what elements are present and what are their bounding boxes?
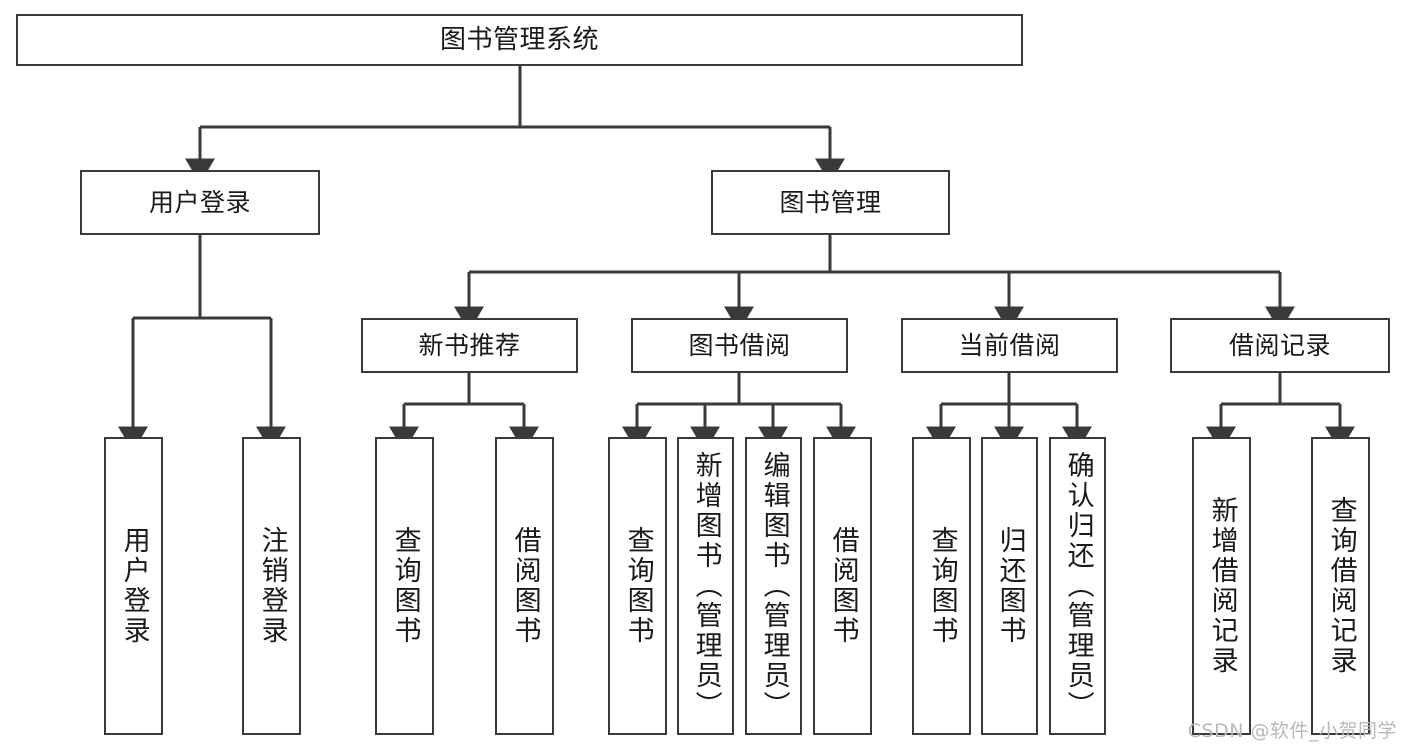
node-leaf-borrow-book-2-label: 借阅图书 — [827, 526, 859, 646]
node-leaf-add-record-label: 新增借阅记录 — [1206, 496, 1238, 676]
node-leaf-query-book-2-label: 查询图书 — [622, 526, 654, 646]
node-leaf-borrow-book-2[interactable]: 借阅图书 — [813, 437, 872, 735]
node-book-borrow[interactable]: 图书借阅 — [631, 318, 848, 373]
node-leaf-user-login-label: 用户登录 — [118, 526, 150, 646]
node-leaf-add-book-label: 新增图书（管理员） — [690, 451, 722, 721]
node-leaf-query-record[interactable]: 查询借阅记录 — [1311, 437, 1370, 735]
node-leaf-edit-book[interactable]: 编辑图书（管理员） — [745, 437, 802, 735]
node-leaf-query-book-2[interactable]: 查询图书 — [608, 437, 667, 735]
node-leaf-user-logout-label: 注销登录 — [256, 526, 288, 646]
node-new-book-recommend[interactable]: 新书推荐 — [361, 318, 578, 373]
csdn-watermark: CSDN @软件_小贺同学 — [1187, 720, 1397, 742]
node-leaf-query-book-3-label: 查询图书 — [926, 526, 958, 646]
node-leaf-user-login[interactable]: 用户登录 — [104, 437, 163, 735]
node-user-login-label: 用户登录 — [148, 187, 251, 217]
node-borrow-record[interactable]: 借阅记录 — [1170, 318, 1390, 373]
node-leaf-edit-book-label: 编辑图书（管理员） — [758, 451, 790, 721]
node-current-borrow-label: 当前借阅 — [958, 330, 1061, 360]
node-leaf-return-book-label: 归还图书 — [994, 526, 1026, 646]
node-leaf-query-record-label: 查询借阅记录 — [1325, 496, 1357, 676]
node-leaf-user-logout[interactable]: 注销登录 — [242, 437, 301, 735]
node-leaf-query-book-1[interactable]: 查询图书 — [375, 437, 434, 735]
node-book-manage[interactable]: 图书管理 — [711, 170, 950, 235]
node-user-login[interactable]: 用户登录 — [80, 170, 320, 235]
node-book-borrow-label: 图书借阅 — [688, 330, 791, 360]
node-root-label: 图书管理系统 — [439, 24, 599, 55]
node-borrow-record-label: 借阅记录 — [1228, 330, 1331, 360]
node-book-manage-label: 图书管理 — [779, 187, 882, 217]
node-leaf-return-book[interactable]: 归还图书 — [981, 437, 1038, 735]
node-leaf-add-record[interactable]: 新增借阅记录 — [1192, 437, 1251, 735]
node-leaf-borrow-book-1-label: 借阅图书 — [509, 526, 541, 646]
node-leaf-query-book-3[interactable]: 查询图书 — [912, 437, 971, 735]
node-root[interactable]: 图书管理系统 — [16, 14, 1023, 66]
node-leaf-add-book[interactable]: 新增图书（管理员） — [677, 437, 734, 735]
node-new-book-recommend-label: 新书推荐 — [418, 330, 521, 360]
node-leaf-query-book-1-label: 查询图书 — [389, 526, 421, 646]
node-leaf-borrow-book-1[interactable]: 借阅图书 — [495, 437, 554, 735]
node-leaf-confirm-return[interactable]: 确认归还（管理员） — [1049, 437, 1106, 735]
node-leaf-confirm-return-label: 确认归还（管理员） — [1062, 451, 1094, 721]
node-current-borrow[interactable]: 当前借阅 — [901, 318, 1118, 373]
